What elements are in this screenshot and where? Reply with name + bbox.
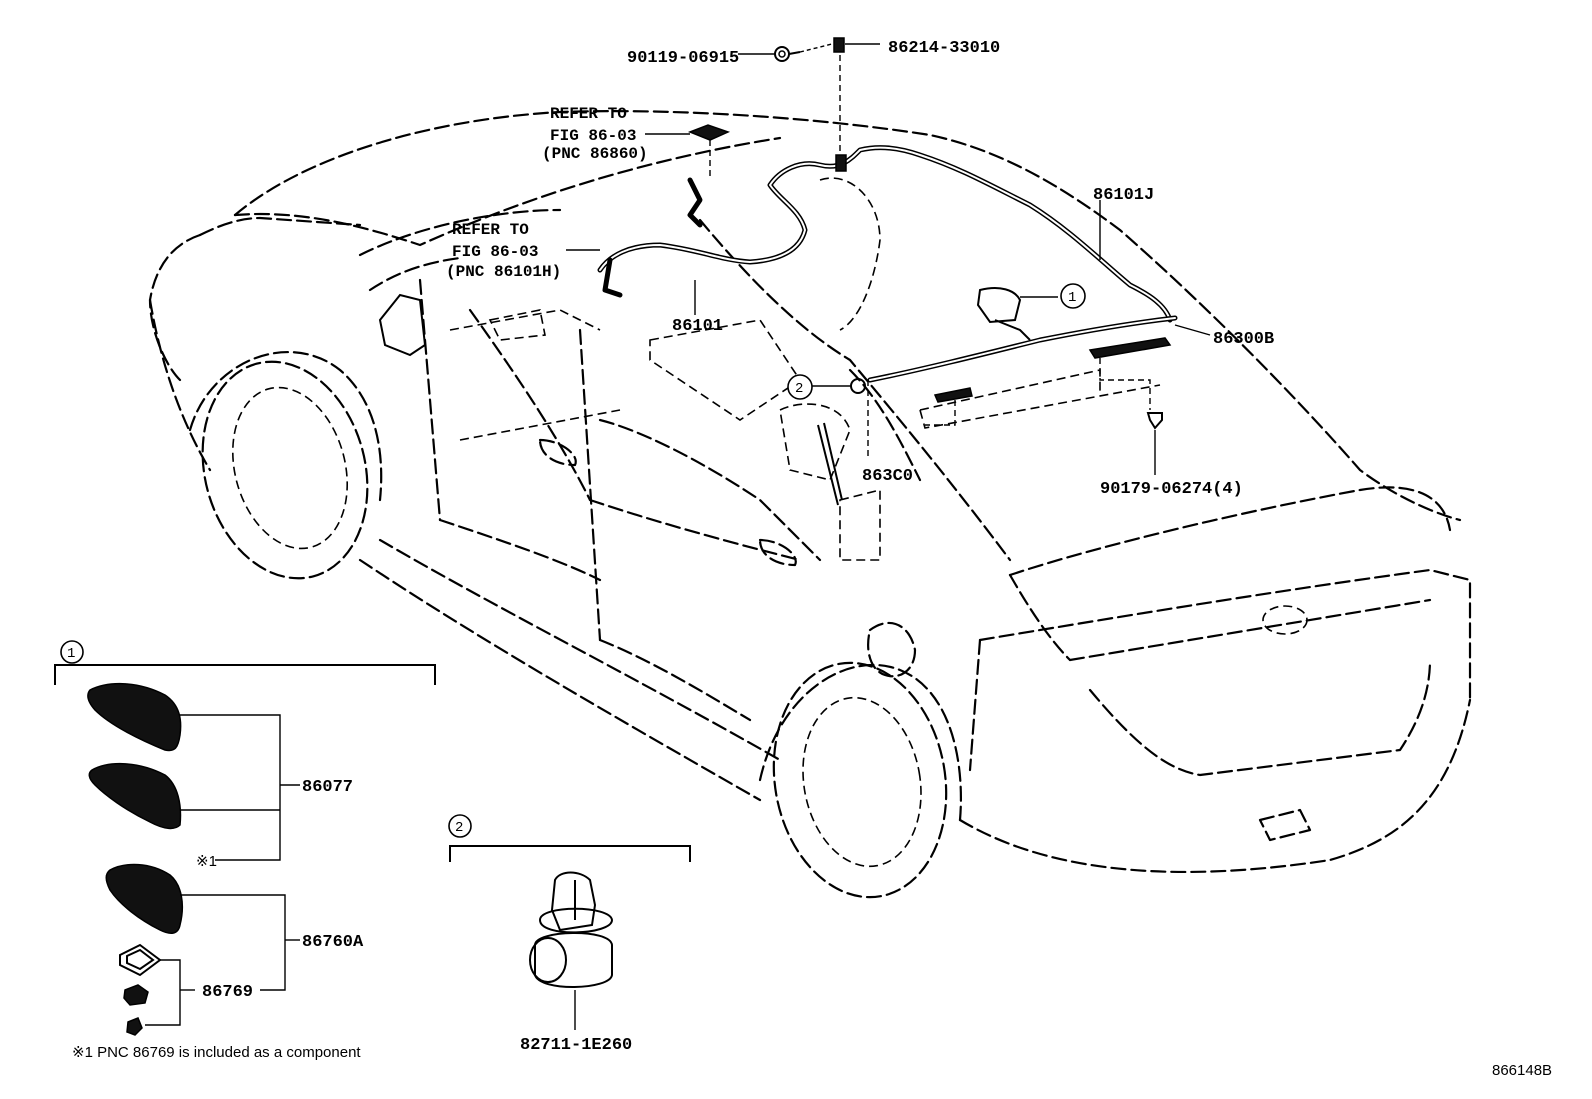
labels: 90119-06915 86214-33010 REFER TO FIG 86-… (67, 39, 1552, 1079)
figure-id: 866148B (1492, 1062, 1552, 1079)
label-86101: 86101 (672, 317, 723, 336)
ref1-line1: REFER TO (550, 105, 627, 123)
car-outline (148, 110, 1472, 899)
part-86214-clip (833, 37, 847, 172)
callout-2: 2 (795, 381, 803, 397)
ref1-line3: (PNC 86860) (542, 145, 648, 163)
part-86860-pad (687, 124, 731, 141)
roof-wire-harness (597, 145, 1178, 383)
note-mark: ※1 (196, 853, 217, 870)
label-86214-33010: 86214-33010 (888, 39, 1000, 58)
label-86101J: 86101J (1093, 186, 1154, 205)
label-90179-06274: 90179-06274(4) (1100, 480, 1243, 499)
label-86300B: 86300B (1213, 330, 1274, 349)
label-90119-06915: 90119-06915 (627, 49, 739, 68)
part-shark-fin-roof (976, 287, 1022, 324)
detail-1-marker: 1 (67, 646, 75, 662)
detail-1-group (54, 640, 436, 1036)
label-82711-1E260: 82711-1E260 (520, 1036, 632, 1055)
label-86769: 86769 (202, 983, 253, 1002)
detail-2-marker: 2 (455, 820, 463, 836)
part-clip-small (850, 378, 866, 394)
part-90119-screw (774, 46, 801, 62)
ref2-line3: (PNC 86101H) (446, 263, 561, 281)
part-86300B-antenna-bar (933, 337, 1172, 403)
callout-1: 1 (1068, 290, 1076, 306)
footnote: ※1 PNC 86769 is included as a component (72, 1044, 361, 1061)
detail-2-group (448, 814, 691, 1030)
label-86077: 86077 (302, 778, 353, 797)
leader-lines (566, 43, 1211, 475)
label-863C0: 863C0 (862, 467, 913, 486)
ref1-line2: FIG 86-03 (550, 127, 636, 145)
label-86760A: 86760A (302, 933, 364, 952)
part-90179-nut (1146, 412, 1163, 430)
part-863C0-antenna-rod (817, 422, 843, 506)
ref2-line1: REFER TO (452, 221, 529, 239)
ref2-line2: FIG 86-03 (452, 243, 538, 261)
